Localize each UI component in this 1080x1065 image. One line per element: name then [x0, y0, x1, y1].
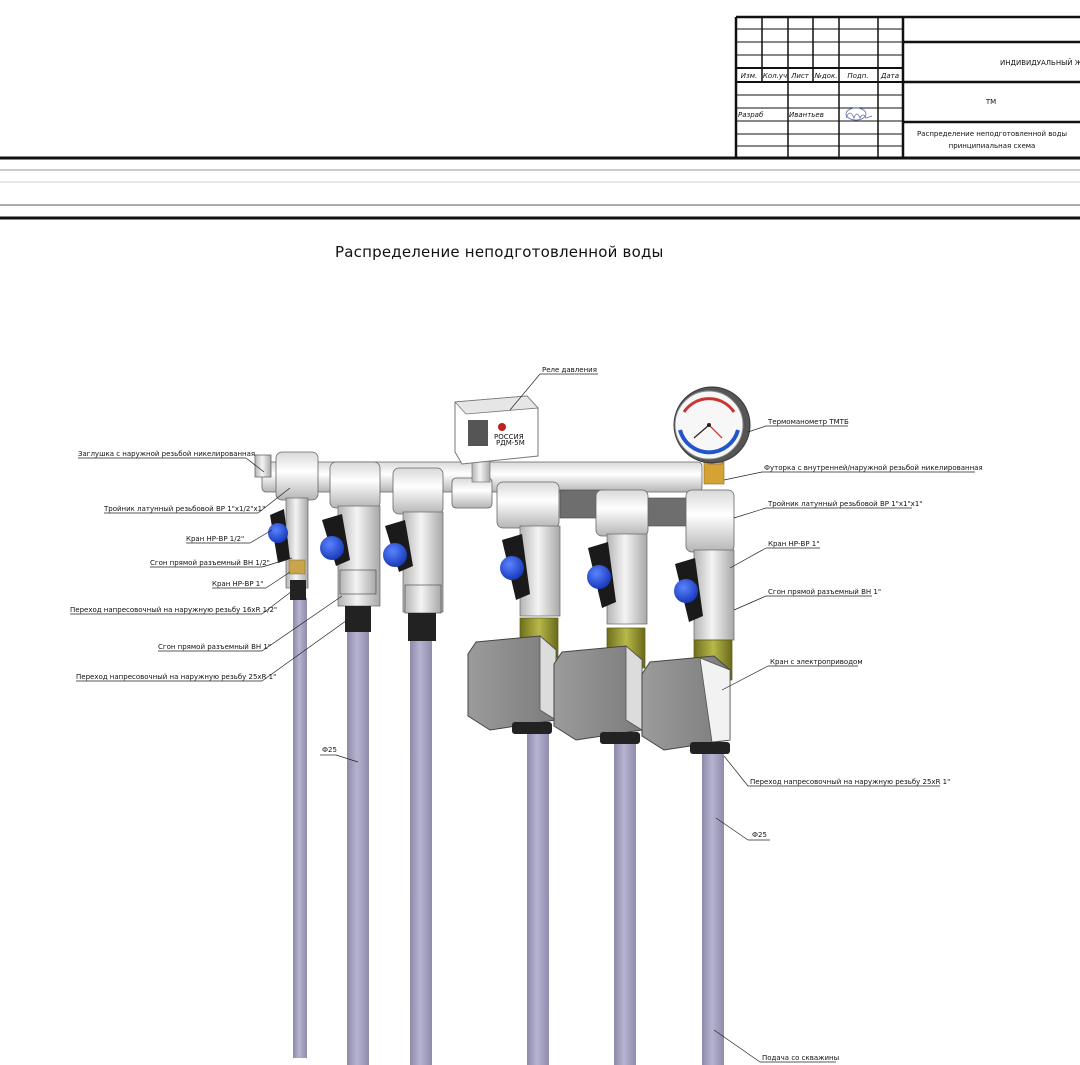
title-block: Изм. Кол.уч Лист №док. Подп. Дата Разраб…	[0, 15, 1080, 220]
stamp-author: Ивантьев	[789, 111, 824, 119]
thermomanometer	[673, 386, 751, 485]
motor-actuators	[467, 635, 731, 754]
pipes	[293, 598, 724, 1065]
stamp-col-header: Дата	[880, 72, 899, 80]
pipe	[347, 630, 369, 1065]
relay-brand: РОССИЯ	[494, 433, 524, 441]
valve-handle-icon	[268, 509, 290, 563]
actuator	[553, 645, 643, 744]
drawing-title: Распределение неподготовленной воды	[335, 243, 664, 261]
label-adapter-25-right: Переход напресовочный на наружную резьбу…	[750, 778, 950, 786]
stamp-role: Разраб	[738, 111, 764, 119]
valve-handle-icon	[674, 558, 703, 622]
label-motor-valve: Кран с электроприводом	[770, 658, 863, 666]
plug	[254, 454, 272, 478]
label-union-one-right: Сгон прямой разъемный ВН 1"	[768, 588, 881, 596]
label-tee-small: Тройник латунный резьбовой ВР 1"х1/2"х1"	[103, 505, 265, 513]
pipe	[293, 598, 307, 1058]
pipe	[410, 640, 432, 1065]
label-adapter-16: Переход напресовочный на наружную резьбу…	[70, 606, 277, 614]
stamp-project: ИНДИВИДУАЛЬНЫЙ ЖИ	[1000, 58, 1080, 67]
label-diameter: Ф25	[752, 831, 767, 839]
relay-display	[468, 420, 488, 446]
signature-mark	[845, 107, 873, 121]
label-valve-half: Кран НР-ВР 1/2"	[186, 535, 244, 543]
label-plug: Заглушка с наружной резьбой никелированн…	[78, 450, 255, 458]
valve-handle-icon	[500, 534, 530, 600]
pipe	[527, 730, 549, 1065]
label-thermomanometer: Термоманометр ТМТБ	[767, 418, 849, 426]
stamp-col-header: Кол.уч	[763, 72, 787, 80]
pressure-relay: РОССИЯ РДМ-5М	[454, 395, 539, 483]
stamp-sheet-title: Распределение неподготовленной воды	[917, 130, 1067, 138]
label-diameter: Ф25	[322, 746, 337, 754]
brand-logo-icon	[498, 423, 506, 431]
pipe	[702, 752, 724, 1065]
leader-lines	[70, 373, 975, 1063]
stamp-col-header: Лист	[790, 72, 810, 80]
actuator	[641, 655, 731, 754]
stamp-col-header: Подп.	[847, 72, 868, 80]
label-valve-one-right: Кран НР-ВР 1"	[768, 540, 819, 548]
label-union-one-left: Сгон прямой разъемный ВН 1"	[158, 643, 271, 651]
label-coupling: Футорка с внутренней/наружной резьбой ни…	[764, 464, 983, 472]
gauge-needle	[693, 424, 710, 439]
label-pressure-relay: Реле давления	[542, 366, 597, 374]
label-tee-large: Тройник латунный резьбовой ВР 1"х1"х1"	[767, 500, 923, 508]
valve-handles	[268, 509, 703, 622]
valve-handle-icon	[320, 514, 350, 566]
stamp-col-header: Изм.	[741, 72, 757, 80]
pipe	[614, 742, 636, 1065]
stamp-col-header: №док.	[814, 72, 838, 80]
relay-model: РДМ-5М	[496, 439, 525, 447]
label-union-half: Сгон прямой разъемный ВН 1/2"	[150, 559, 270, 567]
coupling	[703, 461, 725, 485]
label-valve-one-left: Кран НР-ВР 1"	[212, 580, 263, 588]
label-supply: Подача со скважины	[762, 1054, 839, 1062]
stamp-sheet-subtitle: принципиальная схема	[949, 142, 1036, 150]
label-adapter-25-left: Переход напресовочный на наружную резьбу…	[76, 673, 276, 681]
valve-handle-icon	[383, 520, 413, 572]
valve-handle-icon	[587, 542, 616, 608]
labels: Реле давления Термоманометр ТМТБ Заглушк…	[70, 366, 983, 1062]
actuator	[467, 635, 557, 734]
manifold	[254, 451, 735, 553]
stamp-section: ТМ	[985, 98, 996, 106]
